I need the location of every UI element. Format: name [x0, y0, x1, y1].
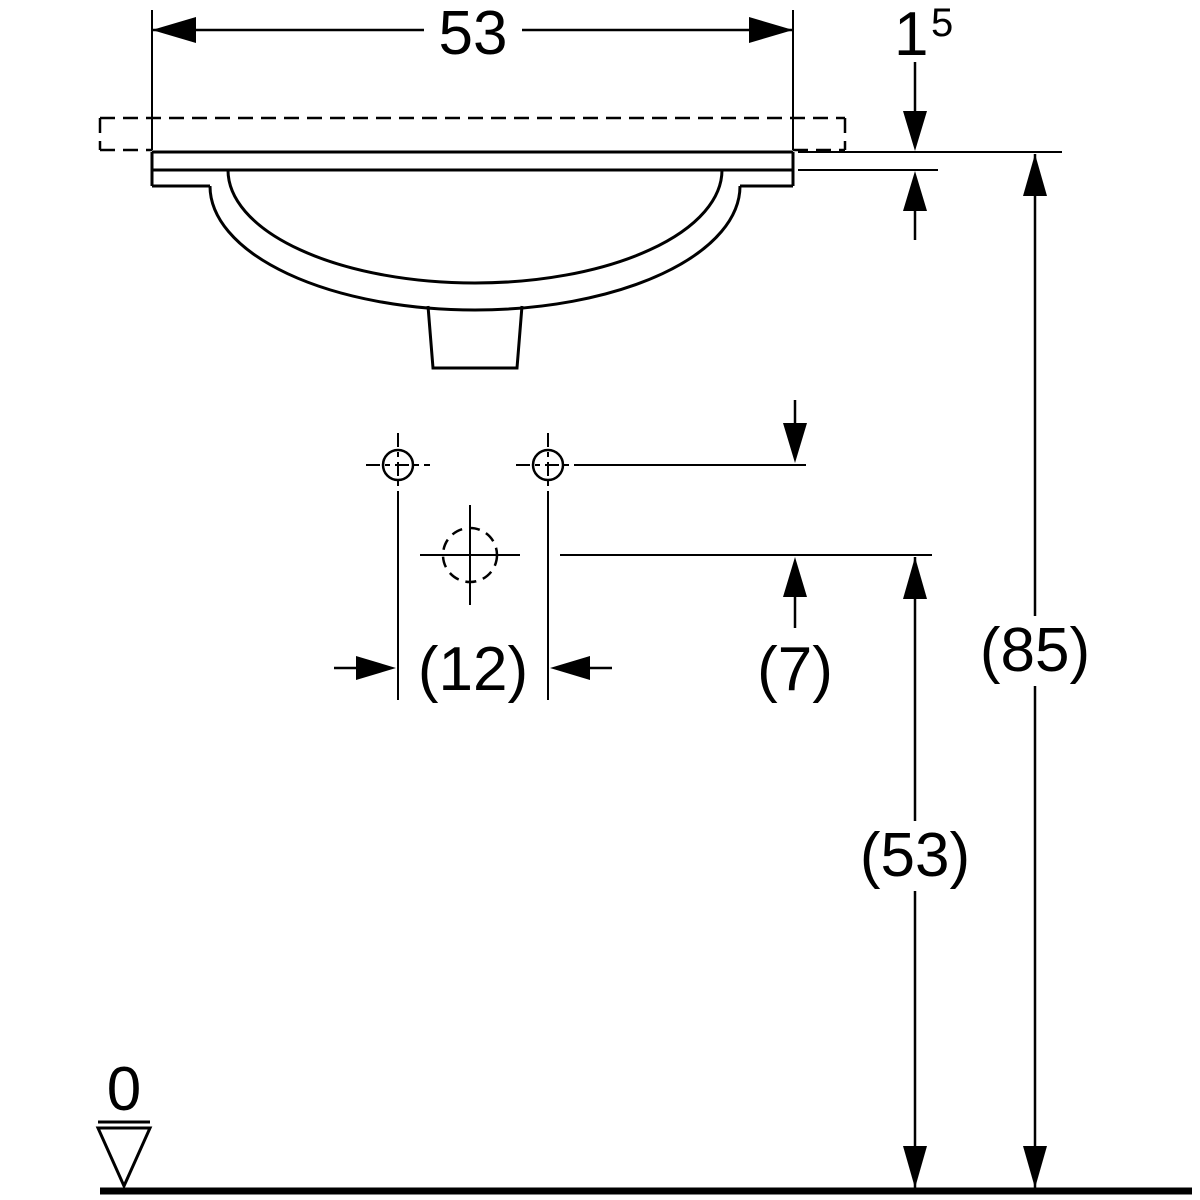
total-height-dimension-label: (85) — [980, 616, 1090, 685]
thickness-arrow-bottom-icon — [903, 171, 927, 211]
hole-spacing-arrow-right-icon — [550, 656, 590, 680]
washbasin-front-view — [150, 150, 795, 370]
width-label-background — [424, 6, 522, 56]
drain-offset-arrow-up-icon — [783, 557, 807, 597]
drain-connection-crosshair-icon — [420, 505, 520, 605]
dimension-drain-offset: (7) — [757, 400, 833, 704]
tap-hole-right-icon — [531, 448, 565, 482]
drain-height-arrow-top-icon — [903, 557, 927, 599]
dimension-total-height: (85) — [972, 154, 1098, 1188]
thickness-dimension-label: 1 — [894, 0, 928, 69]
drain-offset-dimension-label: (7) — [757, 635, 833, 704]
datum-zero-label: 0 — [107, 1055, 141, 1124]
total-height-label-background — [972, 616, 1098, 686]
basin-rim-profile — [150, 150, 795, 188]
countertop-lines — [98, 116, 847, 152]
total-height-arrow-bottom-icon — [1023, 1146, 1047, 1188]
basin-drain-outlet — [426, 305, 524, 370]
dimension-rim-thickness: 1 5 — [798, 0, 1062, 240]
datum-zero-marker: 0 — [95, 1055, 153, 1190]
drain-height-label-background — [852, 821, 978, 891]
thickness-dimension-superscript: 5 — [931, 1, 953, 45]
hole-spacing-extension-lines — [397, 497, 549, 700]
drain-offset-arrow-down-icon — [783, 423, 807, 463]
total-height-arrow-top-icon — [1023, 154, 1047, 196]
basin-bowl-outer-line — [208, 185, 742, 312]
drain-height-dimension-label: (53) — [860, 821, 970, 890]
width-arrow-right-icon — [749, 17, 793, 43]
datum-triangle-icon — [95, 1126, 153, 1190]
drain-height-arrow-bottom-icon — [903, 1146, 927, 1188]
countertop-dashed-outline — [98, 116, 847, 152]
thickness-extension-lines — [798, 151, 1062, 171]
hole-spacing-dimension-label: (12) — [418, 635, 528, 704]
basin-bowl-inner-line — [226, 169, 724, 285]
dimension-hole-spacing: (12) — [334, 635, 612, 704]
reference-lines — [560, 464, 932, 556]
tap-hole-symbols — [366, 433, 580, 700]
width-dimension-label: 53 — [439, 0, 508, 68]
dimension-drain-height: (53) — [852, 557, 978, 1188]
thickness-arrow-top-icon — [903, 111, 927, 151]
dimension-width: 53 — [151, 0, 794, 150]
tap-hole-left-crosshair-icon — [366, 433, 430, 497]
width-extension-lines — [151, 10, 794, 150]
hole-spacing-arrow-left-icon — [356, 656, 396, 680]
width-arrow-left-icon — [152, 17, 196, 43]
tap-hole-right-crosshair-icon — [516, 433, 580, 497]
tap-hole-left-icon — [381, 448, 415, 482]
